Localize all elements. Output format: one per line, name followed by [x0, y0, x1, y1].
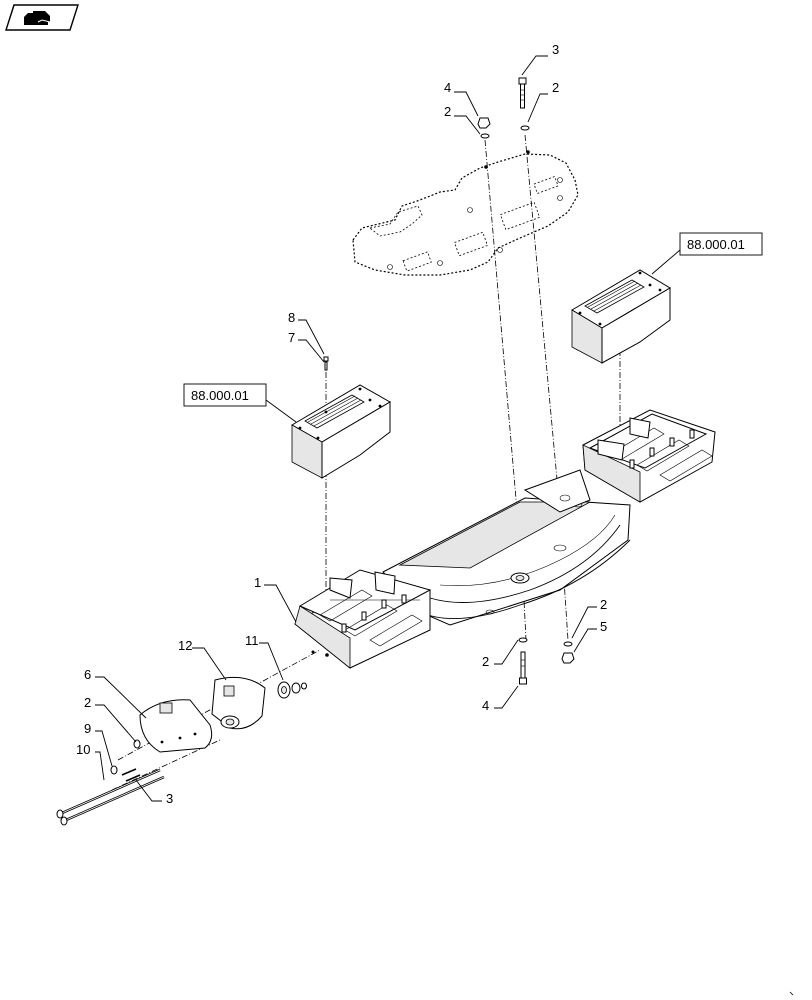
callout-2-left: 2	[84, 695, 137, 743]
bottom-washer-right	[563, 641, 573, 647]
callout-8: 8	[288, 310, 325, 355]
callout-6: 9	[84, 721, 113, 767]
corner-mark	[789, 991, 794, 996]
callout-12: 12	[178, 638, 227, 681]
callout-2-top-left: 2	[444, 104, 481, 135]
nav-book-icon-button[interactable]	[5, 4, 79, 31]
bottom-washer-left	[518, 637, 528, 643]
callout-10: 10	[76, 742, 105, 781]
callout-2-bottom-left: 2	[482, 639, 519, 669]
callout-label: 4	[482, 698, 489, 713]
long-bolts-10	[56, 768, 165, 826]
frame-left-ribs	[341, 594, 407, 633]
callout-2-top-right: 2	[527, 80, 559, 123]
pins-9	[121, 768, 141, 782]
reference-88-000-01-right[interactable]: 88.000.01	[651, 232, 763, 275]
callout-label: 1	[254, 575, 261, 590]
top-washer-right	[520, 125, 530, 131]
book-page-icon	[24, 11, 51, 25]
callout-4-top: 4	[444, 80, 479, 117]
callout-4-bottom: 5	[573, 619, 607, 653]
callout-label: 11	[245, 633, 259, 648]
bottom-nut-right	[561, 652, 575, 664]
callout-label: 3	[552, 42, 559, 57]
callout-9: 3	[135, 779, 173, 806]
small-bolt-left	[323, 356, 329, 371]
bottom-bolt-left	[519, 651, 527, 685]
reference-label: 88.000.01	[687, 237, 745, 252]
callout-3-bottom: 4	[482, 685, 519, 713]
callout-11: 11	[245, 633, 284, 681]
callout-1: 1	[254, 575, 297, 623]
callout-label: 2	[482, 654, 489, 669]
callout-label: 4	[444, 80, 451, 95]
callout-label: 6	[84, 667, 91, 682]
callout-3-top: 3	[521, 42, 559, 76]
callout-2-bottom-right: 2	[571, 597, 607, 639]
top-bolt-right	[518, 77, 527, 109]
callout-label: 2	[552, 80, 559, 95]
spacer-11	[277, 681, 307, 699]
top-washer-left	[480, 133, 490, 139]
callout-label: 2	[600, 597, 607, 612]
callout-label: 9	[84, 721, 91, 736]
plate-5	[139, 699, 213, 753]
bracket-12	[211, 676, 266, 730]
callout-label: 7	[288, 330, 295, 345]
counterweight-block-right	[571, 269, 671, 364]
mounting-plate	[352, 150, 579, 276]
washer-6	[110, 765, 118, 775]
reference-88-000-01-left[interactable]: 88.000.01	[183, 383, 297, 423]
frame-right-ribs	[629, 429, 695, 469]
callout-label: 2	[84, 695, 91, 710]
callout-label: 3	[166, 791, 173, 806]
reference-label: 88.000.01	[191, 388, 249, 403]
callout-label: 10	[76, 742, 90, 757]
axis-lines	[111, 134, 621, 791]
counterweight-block-left	[291, 384, 391, 479]
callout-5: 6	[84, 667, 147, 719]
callout-label: 8	[288, 310, 295, 325]
callout-label: 12	[178, 638, 192, 653]
callout-7: 7	[288, 330, 325, 363]
top-nut-left	[477, 117, 491, 129]
callout-label: 2	[444, 104, 451, 119]
callout-label: 5	[600, 619, 607, 634]
counterweight-frame	[294, 409, 716, 669]
